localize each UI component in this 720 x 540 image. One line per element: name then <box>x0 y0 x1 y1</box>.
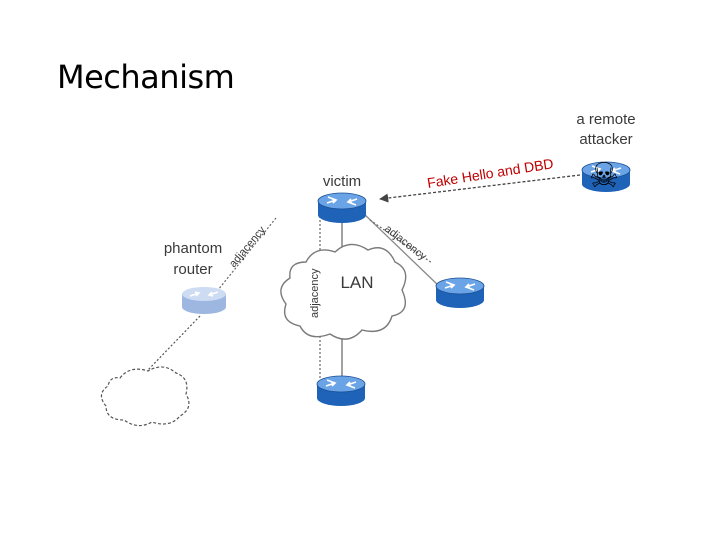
slide-title: Mechanism <box>57 58 235 96</box>
attack-arrow <box>379 174 581 203</box>
vertical-adjacency-label: adjacency <box>309 268 321 318</box>
victim-router-icon <box>317 192 367 224</box>
phantom-label-line2: router <box>173 261 212 278</box>
skull-crossbones-icon: ☠ <box>589 156 619 196</box>
phantom-router-icon <box>181 286 227 315</box>
right-router-icon <box>435 277 485 309</box>
right-adjacency-line <box>369 219 433 264</box>
victim-label: victim <box>323 173 361 190</box>
bottom-router-icon <box>316 375 366 407</box>
attacker-router: ☠ <box>581 156 631 196</box>
victim-right-link <box>361 211 441 288</box>
lan-cloud <box>280 243 407 340</box>
phantom-cloud <box>100 366 190 427</box>
attacker-label-line2: attacker <box>579 131 632 148</box>
lan-label: LAN <box>340 273 373 292</box>
phantom-adjacency-line <box>217 217 277 291</box>
phantom-network-link <box>147 315 201 371</box>
attacker-label-line1: a remote <box>576 111 635 128</box>
phantom-label-line1: phantom <box>164 240 222 257</box>
phantom-adjacency-label: adjacency <box>227 224 268 270</box>
